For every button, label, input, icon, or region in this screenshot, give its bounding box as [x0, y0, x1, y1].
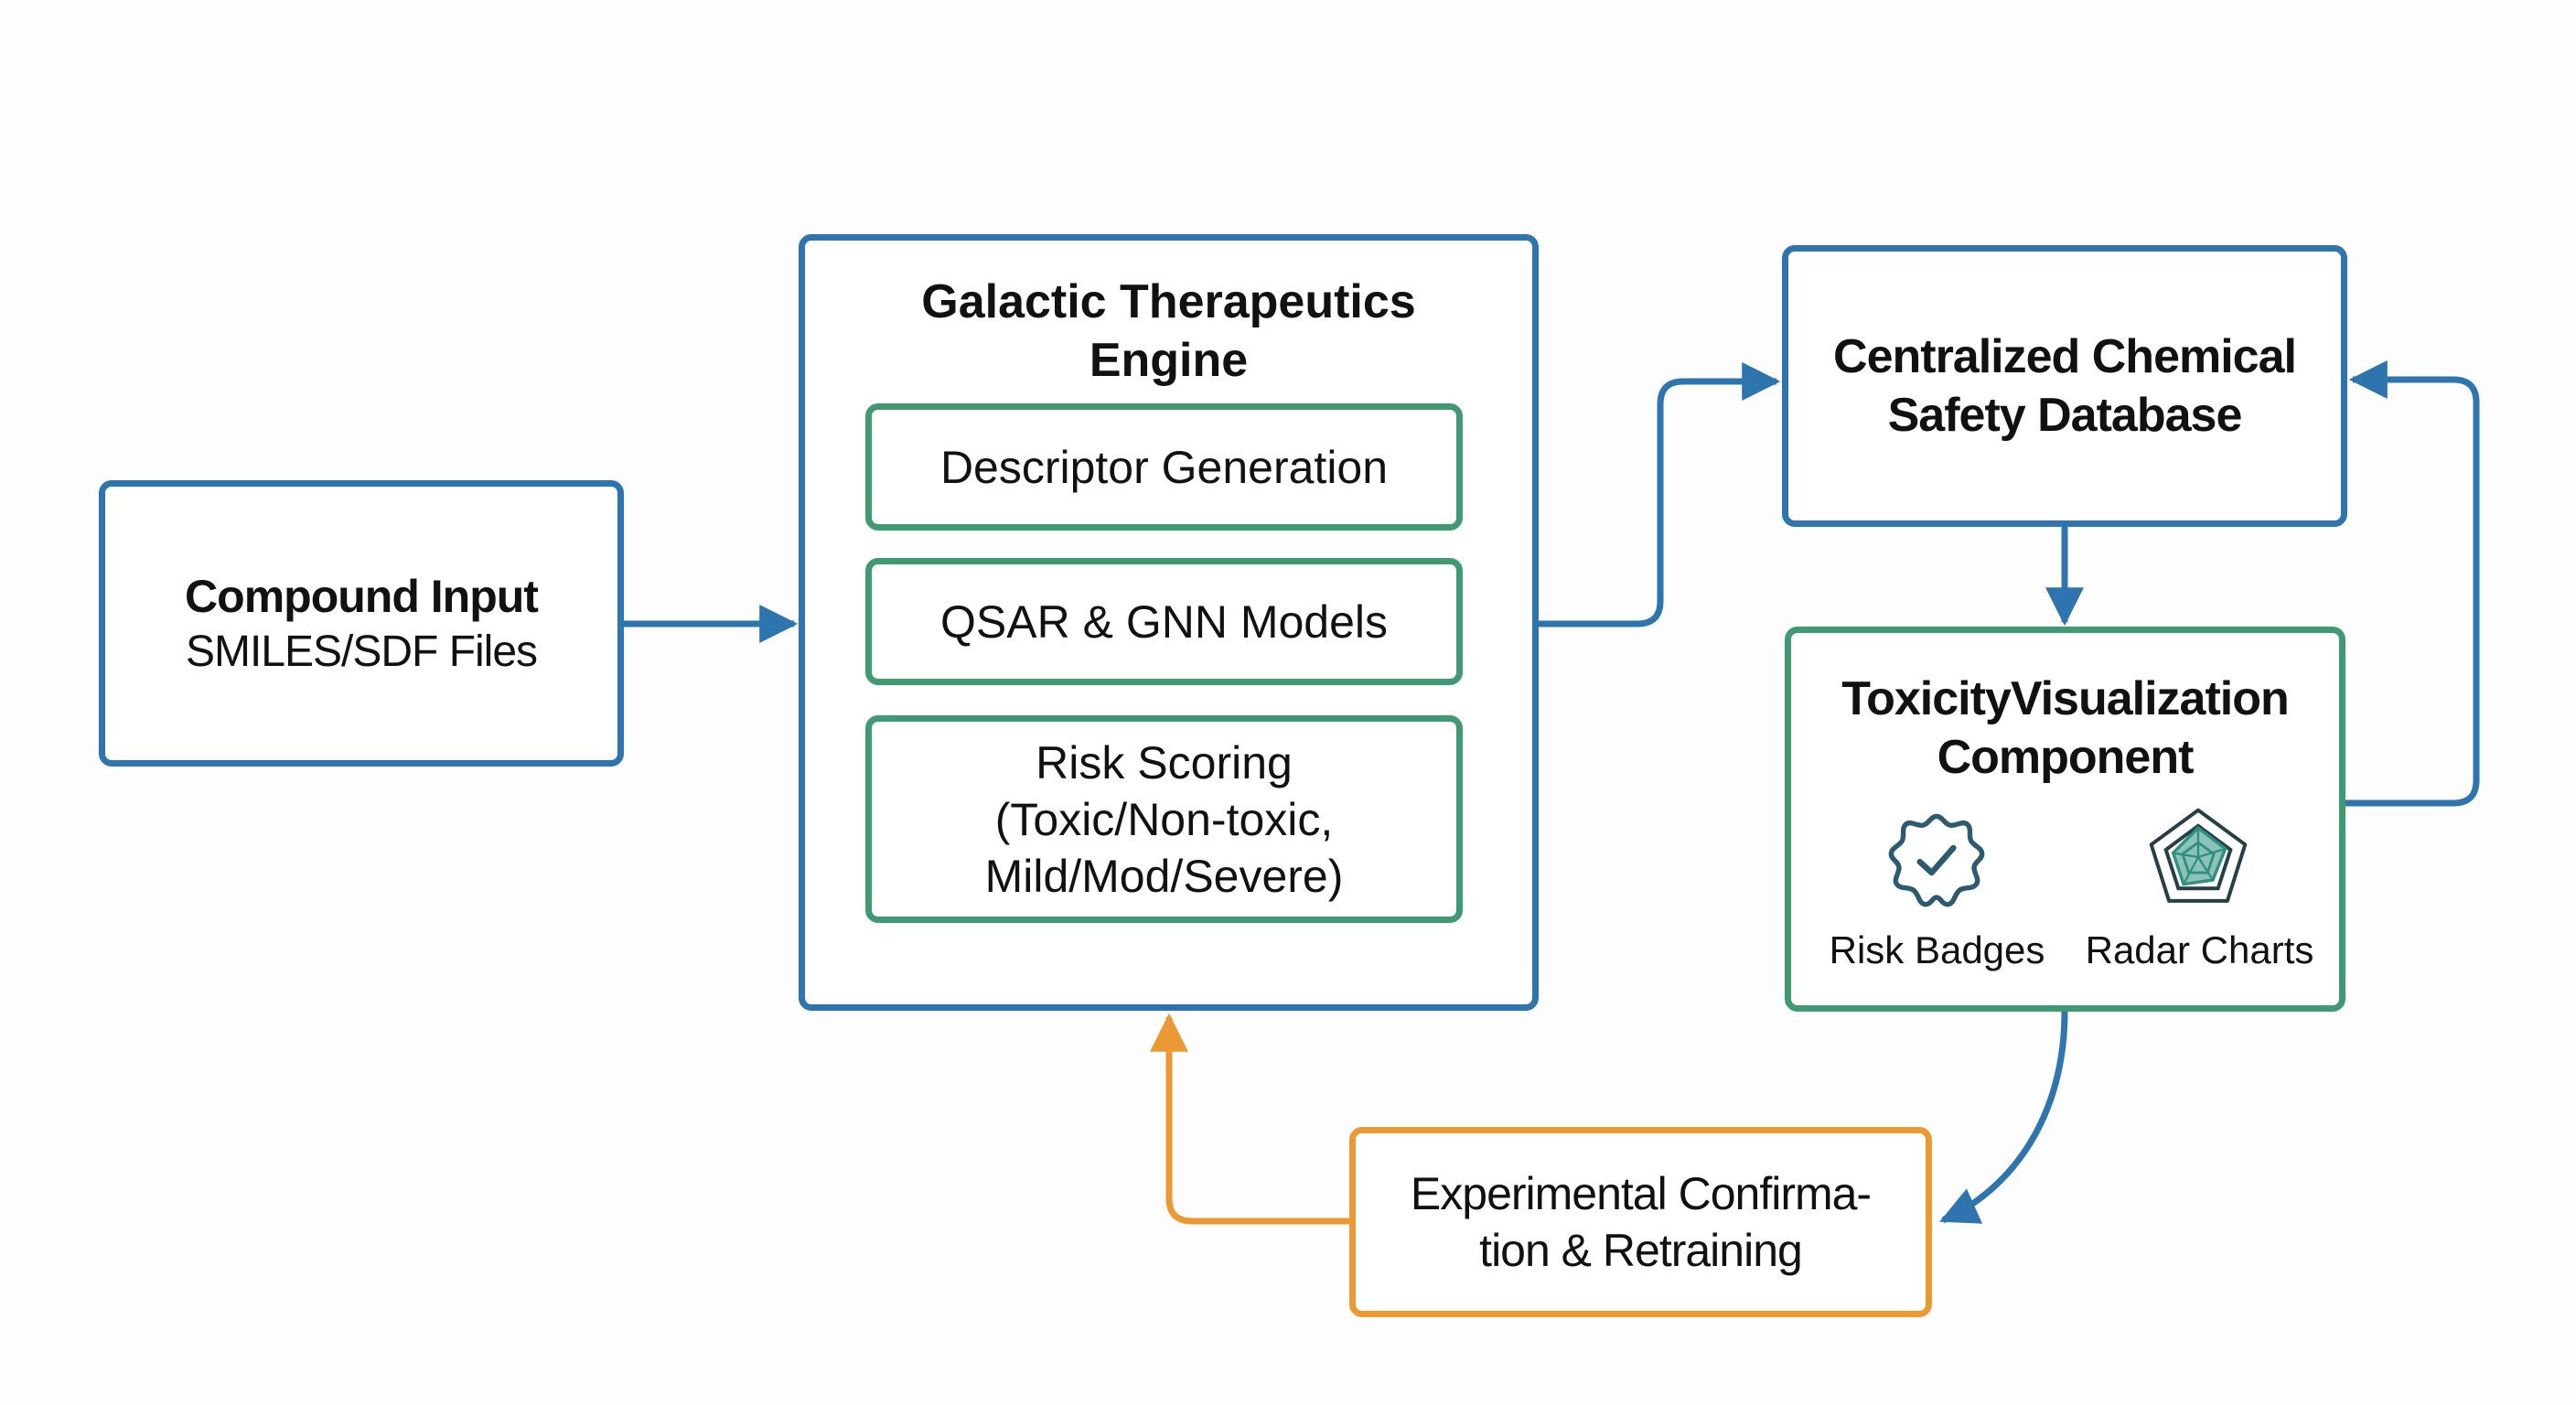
database-title-line2: Safety Database: [1887, 389, 2243, 442]
experimental-title-line2: tion & Retraining: [1479, 1225, 1803, 1276]
engine-title-line2: Engine: [1089, 334, 1249, 387]
compound-input-node: Compound Input SMILES/SDF Files: [99, 480, 624, 767]
risk-badges-label: Risk Badges: [1829, 928, 2045, 971]
module-label-line2: (Toxic/Non-toxic,: [994, 793, 1334, 845]
module-descriptor-generation: Descriptor Generation: [865, 403, 1463, 531]
experimental-title-line1: Experimental Confirma-: [1410, 1168, 1872, 1219]
arrow-experimental-to-engine: [1150, 1013, 1349, 1225]
module-risk-scoring: Risk Scoring (Toxic/Non-toxic, Mild/Mod/…: [865, 715, 1463, 923]
module-qsar-gnn-models: QSAR & GNN Models: [865, 558, 1463, 685]
module-label-line3: Mild/Mod/Severe): [984, 850, 1344, 902]
radar-chart-icon: [2146, 805, 2250, 909]
experimental-node: Experimental Confirma- tion & Retraining: [1349, 1127, 1932, 1317]
compound-input-title: Compound Input: [185, 570, 539, 622]
verified-badge-icon: [1887, 810, 1986, 909]
visualization-title: ToxicityVisualization Component: [1791, 670, 2339, 787]
radar-charts-label: Radar Charts: [2085, 928, 2314, 971]
arrow-engine-to-database: [1539, 362, 1781, 627]
visualization-title-line2: Component: [1937, 731, 2195, 784]
engine-title-line1: Galactic Therapeutics: [921, 275, 1416, 328]
module-label: Descriptor Generation: [939, 441, 1389, 493]
database-title-line1: Centralized Chemical: [1833, 330, 2297, 383]
visualization-title-line1: ToxicityVisualization: [1841, 672, 2290, 725]
module-label-line1: Risk Scoring: [1036, 736, 1293, 788]
arrow-visualization-to-database: [2345, 360, 2480, 807]
database-node: Centralized Chemical Safety Database: [1782, 245, 2347, 527]
arrow-visualization-to-experimental: [1939, 1011, 2068, 1224]
visualization-node: ToxicityVisualization Component: [1785, 627, 2345, 1012]
engine-title: Galactic Therapeutics Engine: [805, 273, 1532, 390]
compound-input-subtitle: SMILES/SDF Files: [185, 627, 538, 676]
module-label: QSAR & GNN Models: [939, 595, 1388, 648]
